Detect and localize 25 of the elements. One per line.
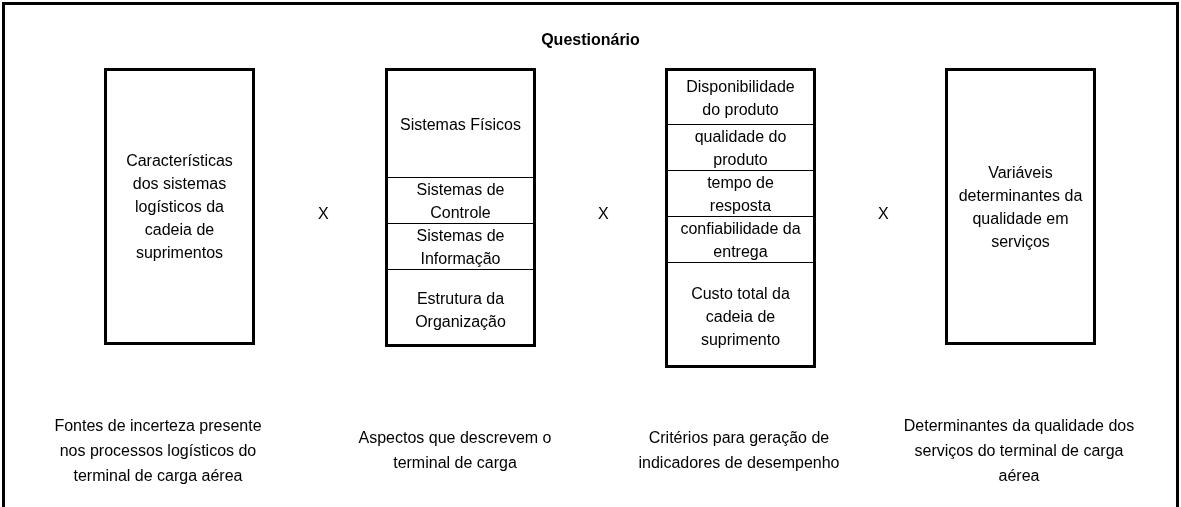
- box-text: tempo de resposta: [706, 173, 775, 216]
- list-cell: [388, 223, 533, 270]
- list-cell: [668, 170, 813, 217]
- text-box: [104, 68, 255, 345]
- multiply-sign: X: [318, 205, 329, 223]
- description-text: Critérios para geração de indicadores de desempenho: [637, 428, 841, 473]
- description-text: Aspectos que descrevem o terminal de carga: [357, 428, 553, 473]
- description-text: Fontes de incerteza presente nos processos logísticos do terminal de carga aérea: [53, 416, 263, 486]
- list-cell: [668, 216, 813, 263]
- stacked-box: [665, 68, 816, 368]
- box-text: confiabilidade da entrega: [679, 219, 802, 262]
- box-text: Estrutura da Organização: [414, 288, 507, 332]
- multiply-sign: X: [878, 205, 889, 223]
- box-text: Sistemas de Informação: [415, 226, 506, 269]
- multiply-sign: X: [598, 205, 609, 223]
- list-cell: [668, 124, 813, 171]
- box-text: Custo total da cadeia de suprimento: [690, 284, 791, 350]
- box-text: Sistemas de Controle: [415, 180, 506, 223]
- description-text: Determinantes da qualidade dos serviços do terminal de carga aérea: [903, 416, 1135, 486]
- box-text: Variáveis determinantes da qualidade em serviços: [957, 162, 1084, 252]
- box-text: Características dos sistemas logísticos da cadeia de suprimentos: [125, 151, 234, 263]
- stacked-box: [385, 68, 536, 347]
- box-text: Sistemas Físicos: [399, 114, 522, 135]
- title: Questionário: [540, 31, 641, 49]
- text-box: [945, 68, 1096, 345]
